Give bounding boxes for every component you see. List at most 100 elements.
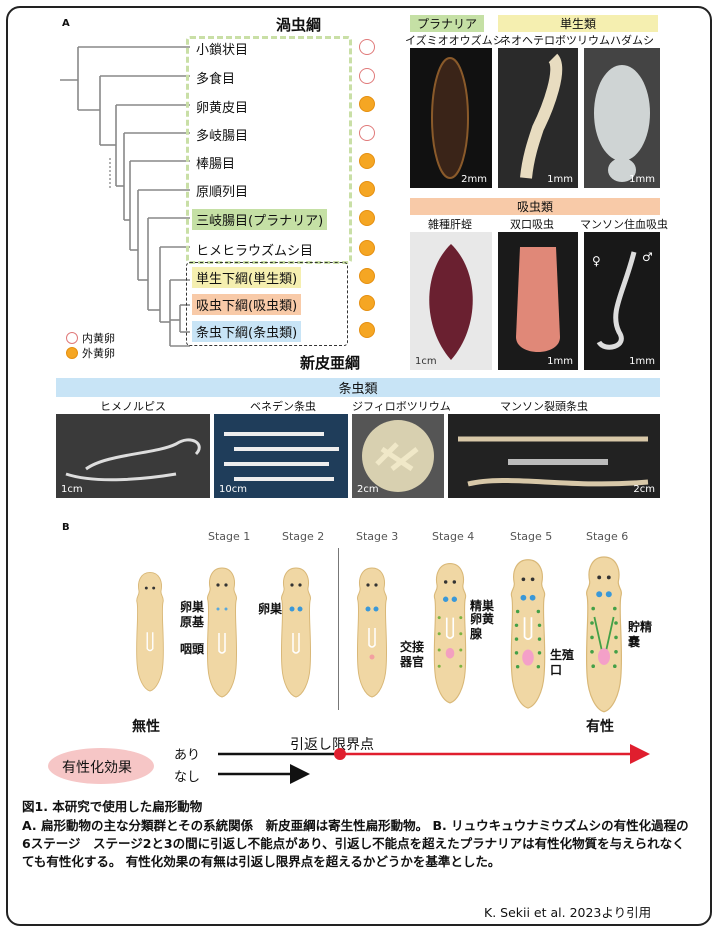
ectolecithal-egg-marker — [359, 153, 375, 169]
species-neoheterobothrium: ネオヘテロボツリウム — [500, 34, 610, 47]
cestoda-header: 条虫類 — [56, 378, 660, 397]
scale-bar-label: 1mm — [547, 174, 573, 185]
scale-bar-label: 2cm — [633, 484, 655, 495]
female-symbol: ♀ — [592, 254, 601, 268]
trematoda-header: 吸虫類 — [410, 198, 660, 215]
panel-b-letter: B — [62, 522, 70, 533]
label-testis: 精巣 — [470, 599, 495, 613]
asexual-label: 無性 — [132, 719, 160, 735]
photo-moniezia: 10cm — [214, 414, 348, 498]
legend-endo-icon — [66, 332, 78, 344]
photo-schistosoma: ♀ ♂ 1mm — [584, 232, 660, 370]
taxon-label: ヒメヒラウズムシ目 — [196, 244, 314, 259]
effect-label: 有性化効果 — [62, 760, 132, 776]
ectolecithal-egg-marker — [359, 181, 375, 197]
panel-a-letter: A — [62, 18, 70, 29]
taxon-label: 多食目 — [196, 72, 236, 87]
photo-hymenolepis: 1cm — [56, 414, 210, 498]
species-fasciola: 雑種肝蛭 — [428, 218, 472, 231]
ectolecithal-egg-marker — [359, 268, 375, 284]
legend-endo-label: 内黄卵 — [82, 332, 115, 345]
monogenea-header: 単生類 — [498, 15, 658, 32]
species-hymenolepis: ヒメノルピス — [100, 400, 166, 413]
scale-bar-label: 1mm — [629, 174, 655, 185]
photo-fasciola: 1cm — [410, 232, 492, 370]
ectolecithal-egg-marker — [359, 96, 375, 112]
label-ovary-primordium: 卵巣 原基 — [180, 600, 205, 629]
scale-bar-label: 2cm — [357, 484, 379, 495]
scale-bar-label: 1mm — [629, 356, 655, 367]
label-genital-pore: 生殖 口 — [550, 648, 575, 677]
taxon-label: 卵黄皮目 — [196, 101, 249, 116]
worm-stage3 — [356, 567, 388, 698]
stage-label: Stage 2 — [282, 530, 325, 543]
species-hadamushi: ハダムシ — [610, 34, 654, 47]
male-symbol: ♂ — [642, 250, 653, 264]
ectolecithal-egg-marker — [359, 240, 375, 256]
photo-hadamushi: 1mm — [584, 48, 660, 188]
taxon-label-planaria: 三岐腸目(プラナリア) — [192, 209, 328, 230]
species-schistosoma: マンソン住血吸虫 — [580, 218, 668, 231]
ectolecithal-egg-marker — [359, 295, 375, 311]
caption-title: 図1. 本研究で使用した扁形動物 — [22, 799, 203, 814]
photo-spirometra: 2cm — [448, 414, 660, 498]
photo-diphyllobothrium: 2cm — [352, 414, 444, 498]
planaria-header: プラナリア — [410, 15, 484, 32]
label-copulatory-organ: 交接 器官 — [400, 640, 425, 669]
photo-neoheterobothrium: 1mm — [498, 48, 578, 188]
phylogeny-tree — [60, 46, 190, 347]
species-paramphistome: 双口吸虫 — [510, 218, 554, 231]
class-label: 渦虫綱 — [276, 16, 322, 34]
label-ovary: 卵巣 — [258, 602, 283, 616]
species-spirometra: マンソン裂頭条虫 — [500, 400, 588, 413]
taxon-label: 多岐腸目 — [196, 129, 249, 144]
effect-yes-label: あり — [174, 748, 201, 763]
timeline-arrows — [218, 744, 650, 784]
taxon-label-trematoda: 吸虫下綱(吸虫類) — [192, 294, 302, 315]
worm-stage5 — [509, 558, 547, 710]
species-izumi: イズミオオウズムシ — [405, 34, 504, 47]
stage-label: Stage 3 — [356, 530, 399, 543]
effect-badge — [48, 748, 154, 784]
point-of-no-return-label: 引返し限界点 — [290, 737, 374, 753]
scale-bar-label: 1mm — [547, 356, 573, 367]
species-diphyllobothrium: ジフィロボツリウム — [352, 400, 451, 413]
photo-planaria: 2mm — [410, 48, 492, 188]
sexual-label: 有性 — [586, 719, 614, 735]
taxon-label-monogenea: 単生下綱(単生類) — [192, 267, 302, 288]
taxon-label: 棒腸目 — [196, 157, 236, 172]
taxon-label-cestoda: 条虫下綱(条虫類) — [192, 321, 302, 342]
ectolecithal-egg-marker — [359, 210, 375, 226]
endolecithal-egg-marker — [359, 68, 375, 84]
worm-asexual — [136, 571, 164, 692]
photo-paramphistome: 1mm — [498, 232, 578, 370]
stage-label: Stage 4 — [432, 530, 475, 543]
subclass-label: 新皮亜綱 — [300, 354, 361, 372]
stage-label: Stage 1 — [208, 530, 251, 543]
sexualization-stages-illustration — [136, 555, 623, 714]
worm-stage6 — [585, 555, 623, 714]
scale-bar-label: 1cm — [61, 484, 83, 495]
endolecithal-egg-marker — [359, 39, 375, 55]
scale-bar-label: 10cm — [219, 484, 247, 495]
legend-ecto-label: 外黄卵 — [82, 347, 115, 360]
label-pharynx: 咽頭 — [180, 642, 205, 656]
stage-label: Stage 6 — [586, 530, 629, 543]
figure-frame — [6, 6, 712, 926]
scale-bar-label: 2mm — [461, 174, 487, 185]
taxon-label: 原順列目 — [196, 185, 249, 200]
stage-label: Stage 5 — [510, 530, 553, 543]
stage-divider — [338, 548, 339, 710]
effect-no-label: なし — [174, 770, 201, 785]
neodermata-box — [186, 262, 348, 346]
worm-stage1 — [206, 567, 238, 698]
worm-stage4 — [433, 563, 467, 704]
label-seminal-vesicle: 貯精 嚢 — [628, 620, 653, 649]
label-yolk-gland: 卵黄 腺 — [470, 612, 495, 641]
worm-stage2 — [280, 567, 312, 698]
citation-credit: K. Sekii et al. 2023より引用 — [484, 905, 652, 920]
species-moniezia: ベネデン条虫 — [250, 400, 316, 413]
scale-bar-label: 1cm — [415, 356, 437, 367]
caption-body: A. 扁形動物の主な分類群とその系統関係 新皮亜綱は寄生性扁形動物。 B. リュ… — [22, 818, 689, 869]
legend-ecto-icon — [66, 347, 78, 359]
